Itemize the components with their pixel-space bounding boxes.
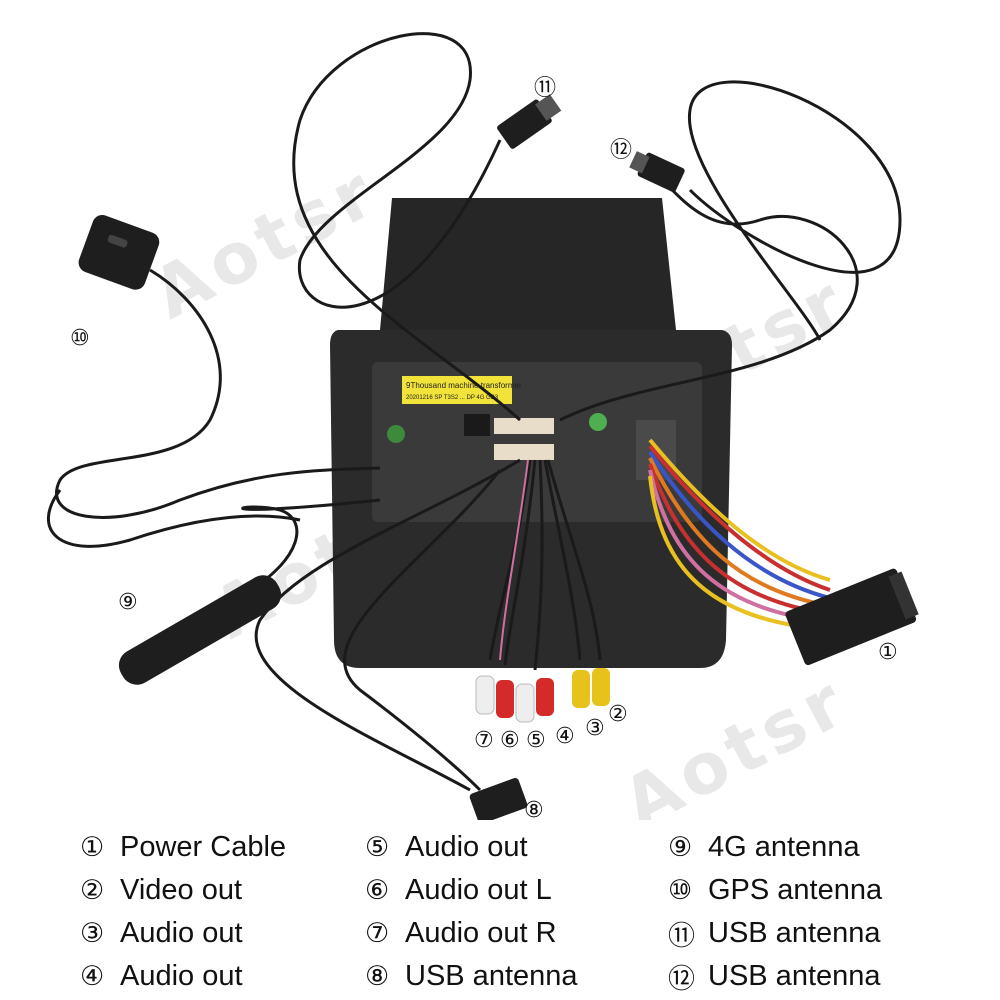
- rca-plug-7: [475, 675, 495, 715]
- rca-plug-3: [572, 670, 590, 708]
- legend-label: Audio out: [120, 917, 243, 949]
- callout-9: ⑨: [118, 590, 138, 615]
- callout-8: ⑧: [524, 798, 544, 823]
- usb-plug-8: [469, 778, 528, 824]
- legend-item: ⑨ 4G antenna: [668, 826, 882, 869]
- legend-item: ⑧ USB antenna: [365, 955, 578, 998]
- legend-number: ⑦: [365, 918, 390, 949]
- legend-item: ① Power Cable: [80, 826, 286, 869]
- usb-connector-top: [494, 418, 554, 434]
- legend-number: ⑩: [668, 875, 693, 906]
- rca-cable-6: [503, 459, 537, 666]
- rca-cable-5: [533, 459, 544, 671]
- legend-label: Audio out L: [405, 874, 552, 906]
- sticker-line-2: 20201216 SP T3S2 ... DP 4G GB3: [406, 395, 499, 401]
- legend-item: ⑩ GPS antenna: [668, 869, 882, 912]
- legend-item: ② Video out: [80, 869, 286, 912]
- legend-item: ⑫ USB antenna: [668, 955, 882, 998]
- legend-label: USB antenna: [405, 960, 578, 992]
- 4g-antenna: [118, 575, 282, 685]
- legend-number: ⑧: [365, 961, 390, 992]
- callout-12: ⑫: [610, 138, 633, 163]
- callout-3: ③: [585, 716, 605, 741]
- usb-cable-8b: [343, 469, 502, 792]
- callout-7: ⑦: [474, 728, 494, 753]
- legend-number: ①: [80, 832, 105, 863]
- legend-item: ⑤ Audio out: [365, 826, 578, 869]
- rca-cable-7: [488, 459, 532, 661]
- rca-plug-4: [536, 678, 554, 716]
- rca-cable-2: [546, 459, 602, 661]
- pink-wire: [499, 459, 529, 661]
- wiring-diagram: Aotsr Aotsr Aotsr Aotsr 9Thousand machin…: [47, 32, 919, 845]
- callout-1: ①: [878, 640, 898, 665]
- callout-5: ⑤: [526, 728, 546, 753]
- gps-antenna: [78, 214, 160, 290]
- legend-number: ③: [80, 918, 105, 949]
- rca-plugs: [475, 668, 610, 723]
- callout-2: ②: [608, 702, 628, 727]
- legend-item: ⑪ USB antenna: [668, 912, 882, 955]
- legend-number: ⑫: [668, 964, 695, 995]
- legend-item: ⑥ Audio out L: [365, 869, 578, 912]
- legend-number: ⑥: [365, 875, 390, 906]
- usb-cable-8: [254, 458, 521, 792]
- gps-port: [387, 425, 405, 443]
- callout-11: ⑪: [534, 76, 557, 101]
- legend-item: ④ Audio out: [80, 955, 286, 998]
- legend-number: ⑤: [365, 832, 390, 863]
- callout-6: ⑥: [500, 728, 520, 753]
- rca-plug-5: [515, 683, 535, 723]
- sticker-line-1: 9Thousand machine transformer: [406, 381, 522, 390]
- rca-plug-2: [592, 668, 610, 706]
- legend-number: ⑪: [668, 921, 695, 952]
- rca-cable-3: [543, 459, 582, 661]
- sim-slot: [464, 414, 490, 436]
- gps-cable: [55, 268, 381, 519]
- legend-label: 4G antenna: [708, 831, 860, 863]
- antenna-port: [589, 413, 607, 431]
- watermark-4: Aotsr: [609, 659, 861, 820]
- legend-label: Audio out: [405, 831, 528, 863]
- legend-item: ③ Audio out: [80, 912, 286, 955]
- legend-item: ⑦ Audio out R: [365, 912, 578, 955]
- legend-number: ⑨: [668, 832, 693, 863]
- legend-label: Audio out R: [405, 917, 557, 949]
- wiring-photo: Aotsr Aotsr Aotsr Aotsr 9Thousand machin…: [47, 32, 919, 845]
- legend-number: ④: [80, 961, 105, 992]
- usb-cable-12: [559, 80, 902, 422]
- legend-label: Video out: [120, 874, 243, 906]
- power-plug: [785, 568, 919, 666]
- gps-coil: [47, 489, 301, 548]
- legend-label: Power Cable: [120, 831, 287, 863]
- usb-plug-11: [497, 94, 562, 149]
- legend-column-1: ① Power Cable ② Video out ③ Audio out ④ Audi…: [80, 826, 286, 998]
- legend-number: ②: [80, 875, 105, 906]
- usb-plug-12: [629, 151, 685, 193]
- legend-label: USB antenna: [708, 960, 881, 992]
- display-panel: [380, 198, 676, 330]
- legend-label: USB antenna: [708, 917, 881, 949]
- 4g-cable: [241, 498, 381, 592]
- callout-4: ④: [555, 724, 575, 749]
- legend-label: Audio out: [120, 960, 243, 992]
- legend-label: GPS antenna: [708, 874, 883, 906]
- rca-plug-6: [496, 680, 514, 718]
- legend-column-2: ⑤ Audio out ⑥ Audio out L ⑦ Audio out R ⑧ US…: [365, 826, 578, 998]
- usb-connector-bottom: [494, 444, 554, 460]
- usb-cable-11: [292, 32, 522, 422]
- cables: [47, 32, 902, 792]
- callout-10: ⑩: [70, 326, 90, 351]
